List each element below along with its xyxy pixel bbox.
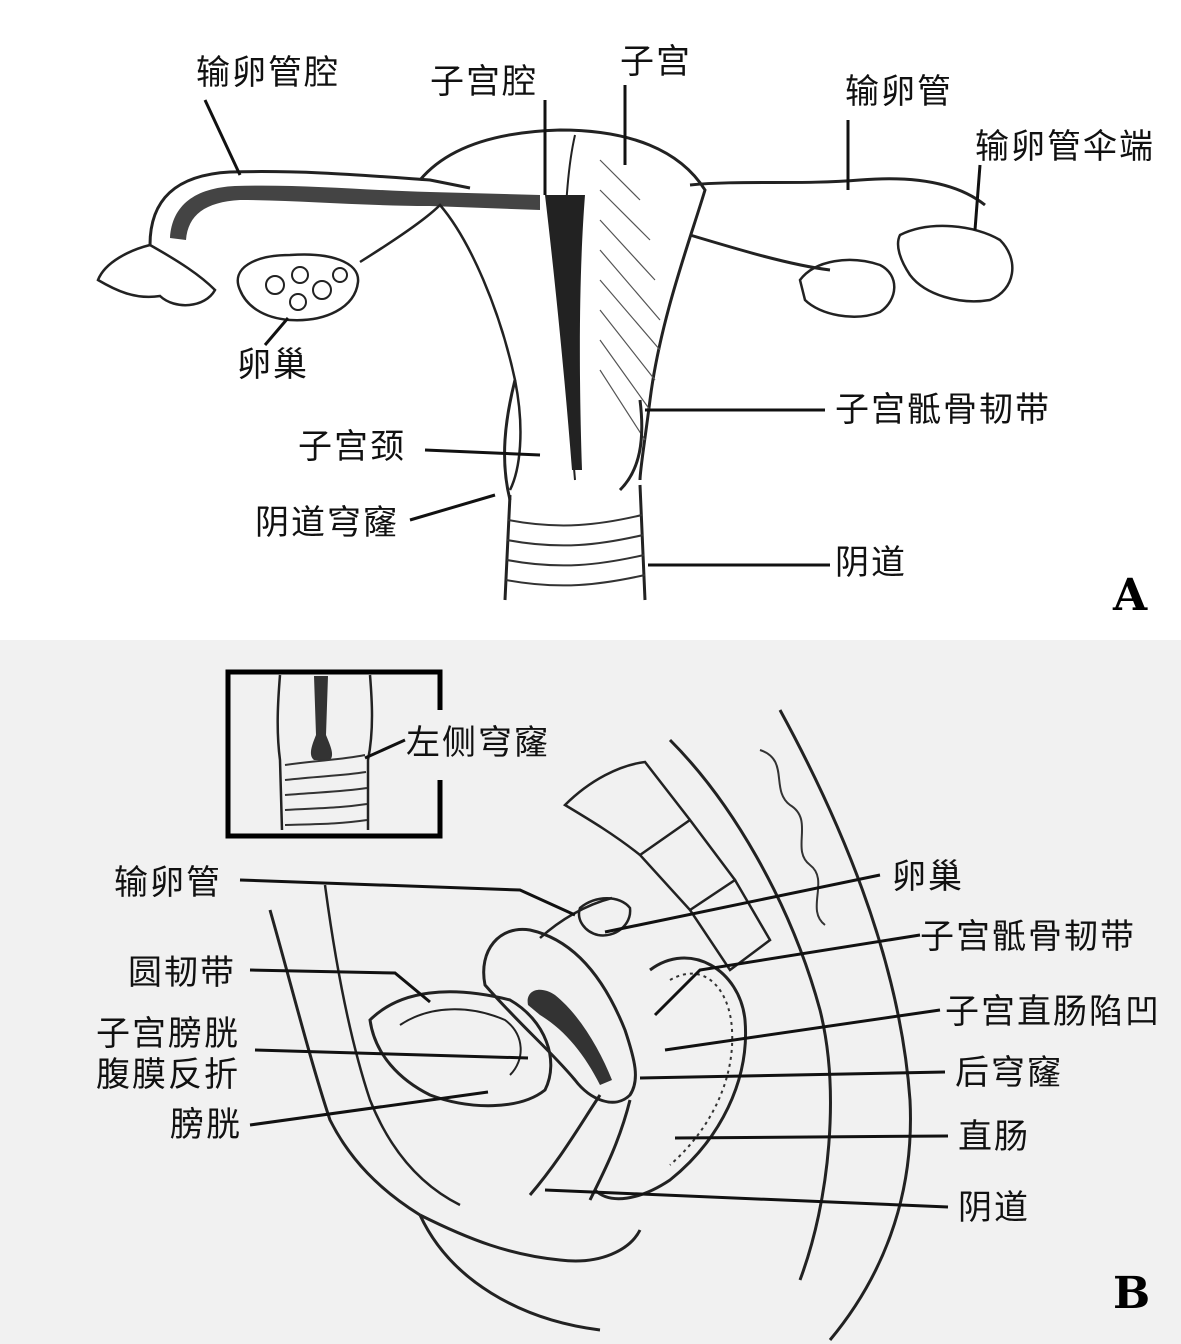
ovary-follicle-3 xyxy=(312,280,332,300)
back-skin-line xyxy=(778,709,912,1341)
label-fallopian-lumen: 输卵管腔 xyxy=(196,53,340,93)
inset-vagina-walls xyxy=(276,674,374,831)
inset-cervix-canal xyxy=(310,676,333,760)
left-fallopian-tube-lumen xyxy=(170,185,540,240)
pointer-b-rectouterine-pouch xyxy=(664,1008,941,1052)
pointer-ovary xyxy=(263,317,290,346)
pointer-fallopian-lumen xyxy=(203,99,242,176)
perineum xyxy=(418,1213,642,1332)
label-ovary: 卵巢 xyxy=(237,345,309,385)
label-b-rectouterine-pouch: 子宫直肠陷凹 xyxy=(945,992,1161,1032)
bladder-inner xyxy=(399,1008,522,1076)
pointer-cervix xyxy=(424,448,541,457)
panel-b-illustration xyxy=(225,669,949,1341)
left-fimbriae xyxy=(96,243,217,307)
left-broad-ligament xyxy=(359,203,522,491)
panel-letter-b: B xyxy=(1113,1268,1151,1319)
ovary-follicle-2 xyxy=(291,266,309,284)
pointer-b-round-ligament xyxy=(249,968,431,1004)
label-uterine-cavity: 子宫腔 xyxy=(430,62,538,102)
abdominal-wall xyxy=(268,909,421,1217)
pointer-b-uterosacral xyxy=(653,933,921,1017)
pointer-b-vesicouterine-fold xyxy=(254,1048,529,1060)
label-b-bladder: 膀胱 xyxy=(170,1105,242,1145)
uterus-cut-face xyxy=(563,134,576,481)
label-uterosacral-ligament: 子宫骶骨韧带 xyxy=(835,390,1051,430)
label-b-ovary: 卵巢 xyxy=(892,857,964,897)
pointer-b-rectum xyxy=(674,1134,949,1140)
uterine-cavity-sagittal xyxy=(527,989,612,1085)
pointer-fimbriae xyxy=(973,164,982,231)
pointer-b-vagina xyxy=(544,1188,949,1209)
label-b-round-ligament: 圆韧带 xyxy=(128,953,236,993)
label-b-vesicouterine-1: 子宫膀胱 xyxy=(96,1014,240,1054)
spinal-wavy-line xyxy=(759,749,826,926)
right-fallopian-tube-lower xyxy=(689,233,831,272)
label-vagina: 阴道 xyxy=(835,543,907,583)
pointer-b-ovary xyxy=(604,873,881,934)
panel-letter-a: A xyxy=(1113,570,1148,621)
abdominal-wall-inner xyxy=(323,884,461,1207)
left-ovary xyxy=(236,253,360,322)
right-fimbriae xyxy=(896,224,1014,303)
pointer-vaginal-fornix xyxy=(409,493,496,522)
inset-rugae xyxy=(284,754,368,826)
inset-fornix-pointer xyxy=(364,738,406,760)
rectum xyxy=(593,956,748,1201)
uterus-sagittal xyxy=(482,927,637,1104)
label-b-left-fornix: 左侧穹窿 xyxy=(406,723,550,763)
label-b-fallopian-tube: 输卵管 xyxy=(114,863,222,903)
label-b-rectum: 直肠 xyxy=(958,1117,1030,1157)
vagina-sagittal xyxy=(528,1094,632,1201)
ovary-follicle-4 xyxy=(289,293,307,311)
pointer-b-fallopian-tube xyxy=(239,878,576,917)
label-fimbriae: 输卵管伞端 xyxy=(975,127,1155,167)
label-b-vesicouterine-2: 腹膜反折 xyxy=(96,1055,240,1095)
sacrum-vertebrae xyxy=(562,760,772,972)
panel-b-pelvis-sagittal: 左侧穹窿 输卵管 卵巢 子宫骶骨韧带 圆韧带 子宫直肠陷凹 子宫膀胱 腹膜反折 … xyxy=(0,640,1181,1344)
bladder xyxy=(368,990,553,1108)
cervix xyxy=(503,379,644,501)
label-b-uterosacral-ligament: 子宫骶骨韧带 xyxy=(920,917,1136,957)
label-cervix: 子宫颈 xyxy=(298,427,406,467)
uterus-muscle-hatching xyxy=(599,159,661,441)
label-vaginal-fornix: 阴道穹窿 xyxy=(255,503,399,543)
right-ovary xyxy=(798,258,896,318)
uterus-body xyxy=(418,128,707,481)
inset-frame xyxy=(225,669,443,839)
right-fallopian-tube xyxy=(689,177,986,207)
pointer-b-posterior-fornix xyxy=(639,1070,946,1080)
vagina-rugae xyxy=(505,514,646,587)
sacrum-posterior-line xyxy=(668,738,832,1281)
label-uterus: 子宫 xyxy=(620,42,692,82)
panel-a-illustration xyxy=(96,85,1014,601)
pointer-b-bladder xyxy=(249,1090,489,1127)
ovary-follicle-5 xyxy=(332,267,348,283)
rectum-inner xyxy=(669,972,734,1166)
label-b-posterior-fornix: 后穹窿 xyxy=(955,1053,1063,1093)
vagina-tube xyxy=(503,484,647,601)
label-fallopian-tube: 输卵管 xyxy=(845,72,953,112)
ovary-follicle-1 xyxy=(265,275,285,295)
left-fallopian-tube xyxy=(148,170,471,246)
label-b-vagina: 阴道 xyxy=(958,1188,1030,1228)
panel-a-uterus-frontal: 输卵管腔 子宫腔 子宫 输卵管 输卵管伞端 卵巢 子宫骶骨韧带 子宫颈 阴道穹窿… xyxy=(0,0,1181,640)
